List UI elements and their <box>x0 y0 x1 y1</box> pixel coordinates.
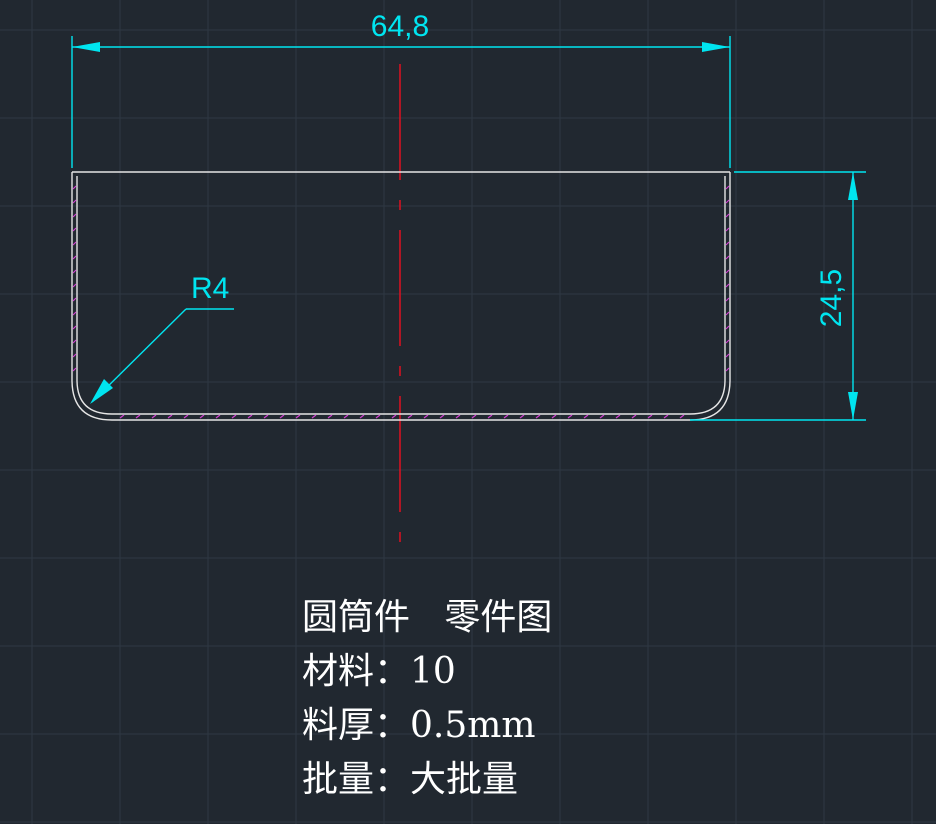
hatch-mark <box>327 414 333 419</box>
hatch-mark <box>167 414 173 419</box>
hatch-mark <box>72 339 77 344</box>
hatch-mark <box>647 414 653 419</box>
hatch-mark <box>72 199 77 204</box>
hatch-mark <box>725 325 730 330</box>
hatch-mark <box>725 339 730 344</box>
hatch-mark <box>725 255 730 260</box>
hatch-mark <box>725 367 730 372</box>
hatch-mark <box>551 414 557 419</box>
hatch-mark <box>455 414 461 419</box>
radius-arrow <box>90 379 113 404</box>
width-dimension <box>71 36 731 168</box>
part-inner-wall <box>76 176 726 415</box>
hatch-mark <box>72 269 77 274</box>
width-dimension-text: 64,8 <box>371 10 429 43</box>
hatch-mark <box>519 414 525 419</box>
hatch-mark <box>725 227 730 232</box>
hatch-mark <box>725 283 730 288</box>
hatch-mark <box>631 414 637 419</box>
hatch-mark <box>725 241 730 246</box>
hatch-mark <box>72 325 77 330</box>
batch-note: 批量：大批量 <box>302 759 519 800</box>
hatch-mark <box>72 283 77 288</box>
hatch-mark <box>725 269 730 274</box>
hatch-mark <box>295 414 301 419</box>
hatch-mark <box>615 414 621 419</box>
hatch-mark <box>725 311 730 316</box>
thickness-note: 料厚：0.5mm <box>302 705 536 746</box>
hatch-mark <box>72 185 77 190</box>
hatch-mark <box>471 414 477 419</box>
hatch-mark <box>151 414 157 419</box>
width-arrow-right <box>702 42 730 52</box>
hatch-mark <box>279 414 285 419</box>
hatch-mark <box>725 353 730 358</box>
hatch-mark <box>72 213 77 218</box>
hatch-mark <box>725 185 730 190</box>
hatch-mark <box>247 414 253 419</box>
hatch-mark <box>391 414 397 419</box>
hatch-mark <box>119 414 125 419</box>
hatch-mark <box>375 414 381 419</box>
hatch-mark <box>725 199 730 204</box>
height-dimension <box>690 171 866 421</box>
hatch-mark <box>72 311 77 316</box>
hatch-mark <box>407 414 413 419</box>
radius-dimension-text: R4 <box>191 272 229 305</box>
hatch-mark <box>535 414 541 419</box>
hatch-mark <box>583 414 589 419</box>
section-hatch <box>72 185 730 419</box>
height-arrow-top <box>848 172 858 200</box>
drawing-title: 圆筒件 零件图 <box>302 597 553 638</box>
part-outer-wall <box>71 172 731 421</box>
hatch-mark <box>199 414 205 419</box>
hatch-mark <box>343 414 349 419</box>
hatch-mark <box>215 414 221 419</box>
height-dimension-text: 24,5 <box>815 269 848 327</box>
hatch-mark <box>135 414 141 419</box>
hatch-mark <box>725 297 730 302</box>
hatch-mark <box>72 353 77 358</box>
height-arrow-bottom <box>848 392 858 420</box>
part-outline <box>71 171 731 421</box>
hatch-mark <box>183 414 189 419</box>
hatch-mark <box>72 255 77 260</box>
hatch-mark <box>599 414 605 419</box>
hatch-mark <box>263 414 269 419</box>
hatch-mark <box>439 414 445 419</box>
hatch-mark <box>679 414 685 419</box>
width-arrow-left <box>72 42 100 52</box>
hatch-mark <box>725 213 730 218</box>
radius-dimension <box>90 308 234 404</box>
hatch-mark <box>503 414 509 419</box>
hatch-mark <box>311 414 317 419</box>
hatch-mark <box>72 297 77 302</box>
hatch-mark <box>72 227 77 232</box>
hatch-mark <box>359 414 365 419</box>
hatch-mark <box>423 414 429 419</box>
hatch-mark <box>72 367 77 372</box>
hatch-mark <box>663 414 669 419</box>
hatch-mark <box>487 414 493 419</box>
hatch-mark <box>231 414 237 419</box>
hatch-mark <box>72 241 77 246</box>
hatch-mark <box>567 414 573 419</box>
material-note: 材料：10 <box>302 651 456 692</box>
